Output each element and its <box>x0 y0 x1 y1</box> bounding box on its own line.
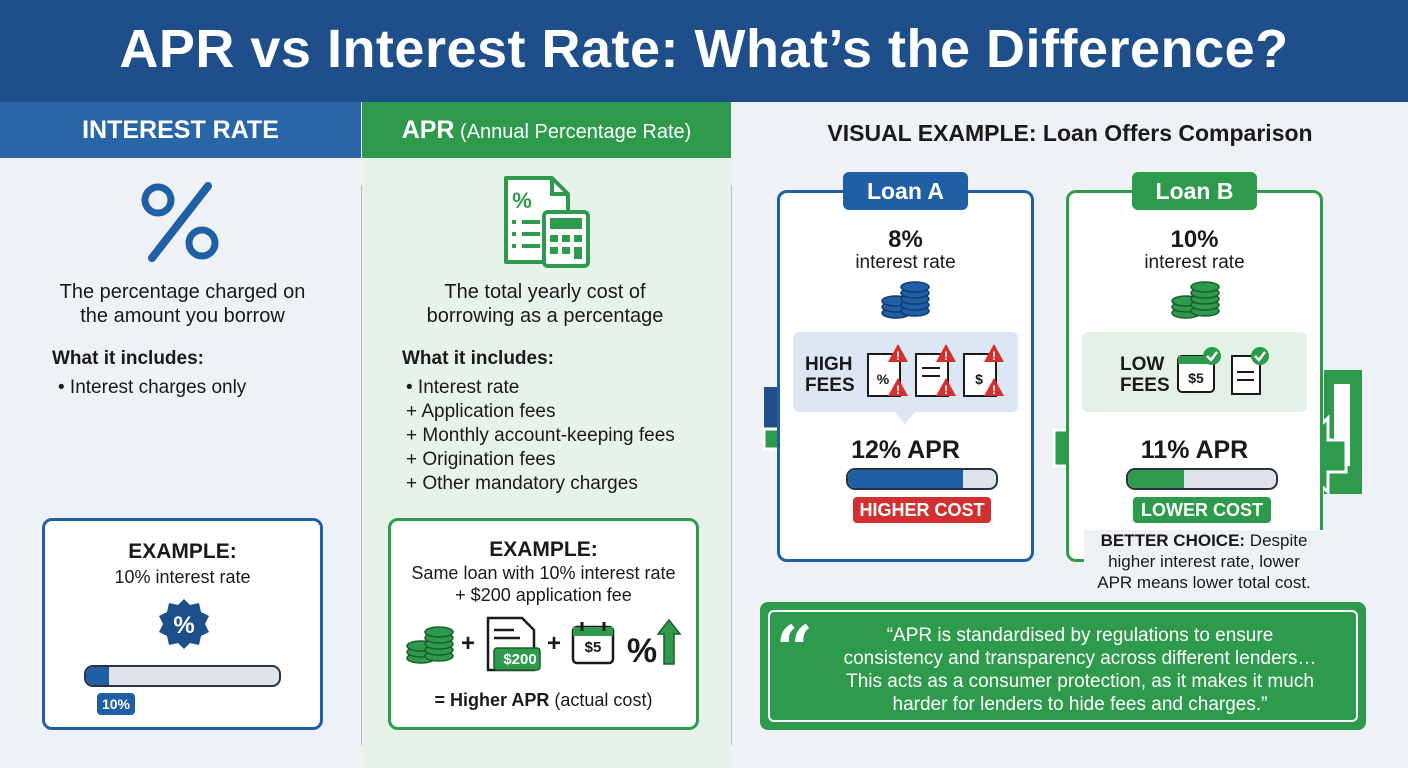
apr-example-result: = Higher APR (actual cost) <box>434 690 653 710</box>
svg-text:!: ! <box>992 349 996 363</box>
svg-text:!: ! <box>896 349 900 363</box>
loan-b-apr-bar-fill <box>1128 470 1185 488</box>
loan-a-rate-label: interest rate <box>855 252 956 273</box>
loan-b-fee-5: $5 <box>1188 370 1204 386</box>
interest-rate-includes-title: What it includes: <box>52 348 204 369</box>
fee-200-label: $200 <box>503 651 537 668</box>
interest-rate-header: INTEREST RATE <box>0 102 361 158</box>
loan-b-tag: Loan B <box>1132 172 1257 210</box>
plus-sign: + <box>461 630 476 657</box>
interest-rate-bar-label: 10% <box>97 693 135 715</box>
page-title: APR vs Interest Rate: What’s the Differe… <box>119 19 1289 79</box>
percent-up-arrow-icon: % <box>627 618 682 666</box>
low-fee-icons <box>1177 347 1269 395</box>
list-item: + Application fees <box>406 401 556 422</box>
plus-sign: + <box>547 630 562 657</box>
interest-rate-bar <box>84 665 281 687</box>
interest-rate-description: The percentage charged on the amount you… <box>59 281 306 327</box>
percent-badge-icon: % <box>159 599 209 649</box>
column-divider <box>361 185 362 745</box>
list-item: + Monthly account-keeping fees <box>406 425 675 446</box>
loan-a-apr-bar-fill <box>848 470 964 488</box>
interest-rate-bar-fill <box>86 667 110 685</box>
loan-b-rate: 10% <box>1170 226 1219 253</box>
quote-box <box>760 602 1366 730</box>
speech-pointer <box>893 410 917 424</box>
svg-text:%: % <box>627 632 657 666</box>
loan-b-fees-label: LOW FEES <box>1120 354 1170 396</box>
interest-rate-includes-list: • Interest charges only <box>58 376 246 400</box>
loan-b-apr-bar <box>1126 468 1278 490</box>
coins-icon <box>881 281 930 319</box>
svg-text:$: $ <box>975 371 983 387</box>
visual-example-title: VISUAL EXAMPLE: Loan Offers Comparison <box>827 120 1313 146</box>
list-item: • Interest rate <box>406 377 520 398</box>
loan-a-apr: 12% APR <box>851 436 960 464</box>
quote-text: “APR is standardised by regulations to e… <box>843 625 1317 715</box>
list-item: + Origination fees <box>406 449 556 470</box>
loan-b-apr: 11% APR <box>1140 436 1249 464</box>
svg-text:%: % <box>877 371 890 387</box>
calculator-document-icon: % <box>504 176 590 268</box>
fee-5-label: $5 <box>584 639 602 656</box>
coins-icon <box>406 626 454 664</box>
apr-header: APR (Annual Percentage Rate) <box>362 102 731 158</box>
percent-icon <box>141 182 219 262</box>
loan-a-apr-bar <box>846 468 998 490</box>
example-subtitle: 10% interest rate <box>114 567 251 587</box>
fee-document-icon <box>486 616 541 672</box>
svg-text:!: ! <box>992 383 996 397</box>
example-title: EXAMPLE: <box>489 538 598 561</box>
list-item: • Interest charges only <box>58 377 247 398</box>
loan-a-tag: Loan A <box>843 172 968 210</box>
list-item: + Other mandatory charges <box>406 473 638 494</box>
loan-a-cost-badge: HIGHER COST <box>853 497 991 523</box>
title-bar <box>0 0 1408 102</box>
example-title: EXAMPLE: <box>128 540 237 563</box>
column-divider <box>731 185 732 745</box>
svg-text:%: % <box>173 612 194 639</box>
loan-a-rate: 8% <box>888 226 923 253</box>
apr-includes-list: • Interest rate + Application fees + Mon… <box>406 376 675 496</box>
better-choice-note: BETTER CHOICE: Despite higher interest r… <box>1084 530 1324 593</box>
svg-text:!: ! <box>944 383 948 397</box>
apr-includes-title: What it includes: <box>402 348 554 369</box>
svg-text:%: % <box>512 188 532 213</box>
fee-warning-documents-icon: % $ !! !! !! <box>867 344 1004 397</box>
coins-icon <box>1171 281 1220 319</box>
example-subtitle: Same loan with 10% interest rate + $200 … <box>411 563 676 605</box>
quote-frame <box>768 610 1358 722</box>
quote-mark-icon: “ <box>776 612 813 687</box>
apr-example-box <box>388 518 699 730</box>
calendar-icon <box>571 622 615 665</box>
loan-b-rate-label: interest rate <box>1144 252 1245 273</box>
svg-text:!: ! <box>896 383 900 397</box>
apr-description: The total yearly cost of borrowing as a … <box>426 281 664 327</box>
loan-a-fees-label: HIGH FEES <box>805 354 855 396</box>
svg-text:!: ! <box>944 349 948 363</box>
loan-b-cost-badge: LOWER COST <box>1133 497 1271 523</box>
